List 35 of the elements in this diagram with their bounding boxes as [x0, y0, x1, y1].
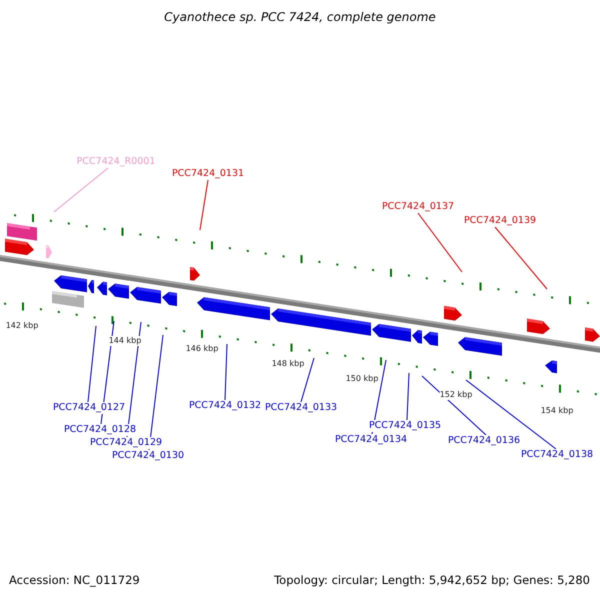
leader-line — [422, 376, 486, 436]
position-label: 154 kbp — [540, 406, 574, 416]
gene-label: PCC7424_0129 — [90, 437, 162, 448]
position-label: 144 kbp — [108, 336, 142, 346]
leader-line — [54, 168, 108, 212]
chart-title: Cyanothece sp. PCC 7424, complete genome — [164, 11, 436, 23]
leader-line — [418, 212, 462, 272]
position-label: 146 kbp — [186, 344, 218, 354]
leader-line — [200, 180, 208, 230]
gene-label: PCC7424_0137 — [382, 201, 454, 212]
gene-label: PCC7424_0134 — [334, 434, 408, 445]
footer-text: Topology: circular; Length: 5,942,652 bp; Genes: 5,280 — [274, 574, 590, 586]
gene-label: PCC7424_0138 — [520, 449, 594, 460]
leader-line — [494, 226, 548, 290]
gene-label: PCC7424_0139 — [464, 215, 536, 226]
gene-label: PCC7424_0132 — [188, 400, 262, 411]
leader-line — [406, 372, 410, 420]
gene-label: PCC7424_0135 — [368, 420, 442, 431]
leader-line — [224, 344, 228, 400]
gene-label: PCC7424_0127 — [52, 402, 126, 413]
position-label: 148 kbp — [272, 359, 304, 369]
position-label: 152 kbp — [440, 390, 472, 400]
gene-label: PCC7424_0131 — [172, 168, 244, 179]
position-label: 142 kbp — [6, 321, 38, 331]
leader-line — [466, 380, 556, 450]
gene-label: PCC7424_R0001 — [76, 156, 156, 167]
leader-line — [300, 358, 314, 402]
gene-label: PCC7424_0128 — [64, 424, 136, 435]
leader-line — [148, 334, 164, 450]
footer-text: Accession: NC_011729 — [9, 574, 140, 586]
gene-label: PCC7424_0130 — [112, 450, 184, 461]
gene-label: PCC7424_0133 — [264, 402, 338, 413]
leader-line — [88, 326, 96, 402]
position-label: 150 kbp — [346, 374, 378, 384]
gene-label: PCC7424_0136 — [448, 435, 520, 446]
